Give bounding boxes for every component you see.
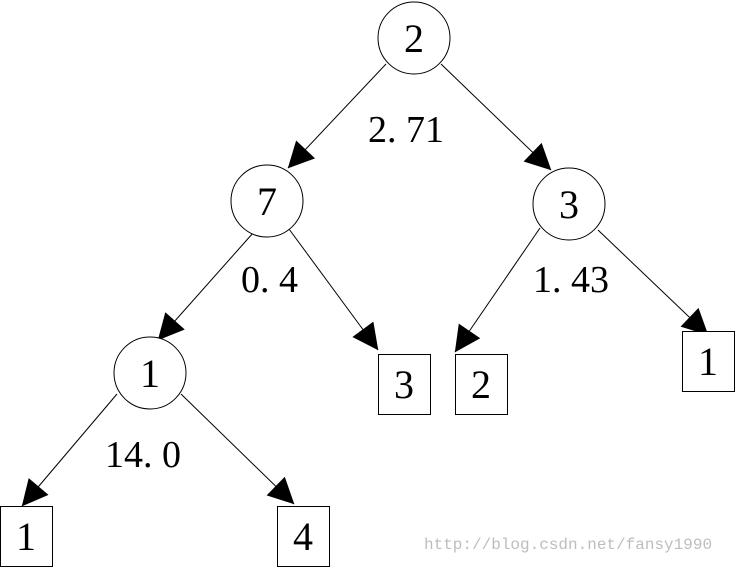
node-label: 1 (140, 351, 160, 396)
leaf-node-l4: 1 (0, 506, 53, 567)
node-label: 1 (16, 514, 36, 559)
node-label: 3 (559, 182, 579, 227)
node-label: 1 (698, 339, 718, 384)
split-value-n4: 14. 0 (105, 434, 181, 476)
edge-n4-l4 (21, 393, 118, 507)
node-label: 4 (293, 514, 313, 559)
internal-node-n1: 2 (377, 1, 451, 75)
node-circle (532, 167, 606, 241)
internal-node-n2: 7 (230, 164, 304, 238)
split-value-n2: 0. 4 (241, 259, 298, 301)
node-label: 2 (404, 16, 424, 61)
split-value-n3: 1. 43 (533, 259, 609, 301)
leaf-node-l3: 1 (682, 331, 735, 392)
node-circle (230, 164, 304, 238)
node-circle (377, 1, 451, 75)
node-circle (113, 336, 187, 410)
edge-n3-l3 (597, 229, 709, 336)
node-square (277, 506, 330, 567)
edge-n3-l2 (454, 227, 541, 353)
edge-n4-l5 (180, 393, 295, 505)
leaf-node-l5: 4 (277, 506, 330, 567)
node-label: 2 (471, 362, 491, 407)
internal-node-n4: 1 (113, 336, 187, 410)
edge-n1-n3 (440, 63, 552, 171)
node-square (682, 331, 735, 392)
leaf-node-l2: 2 (455, 354, 508, 415)
edge-n2-l1 (288, 228, 379, 351)
node-label: 3 (394, 362, 414, 407)
node-label: 7 (257, 179, 277, 224)
watermark-text: http://blog.csdn.net/fansy1990 (424, 536, 713, 554)
edge-n2-n4 (157, 232, 254, 341)
internal-node-n3: 3 (532, 167, 606, 241)
node-square (455, 354, 508, 415)
edge-n1-n2 (287, 63, 387, 169)
split-value-n1: 2. 71 (368, 109, 444, 151)
leaf-node-l1: 3 (378, 354, 431, 415)
node-square (378, 354, 431, 415)
